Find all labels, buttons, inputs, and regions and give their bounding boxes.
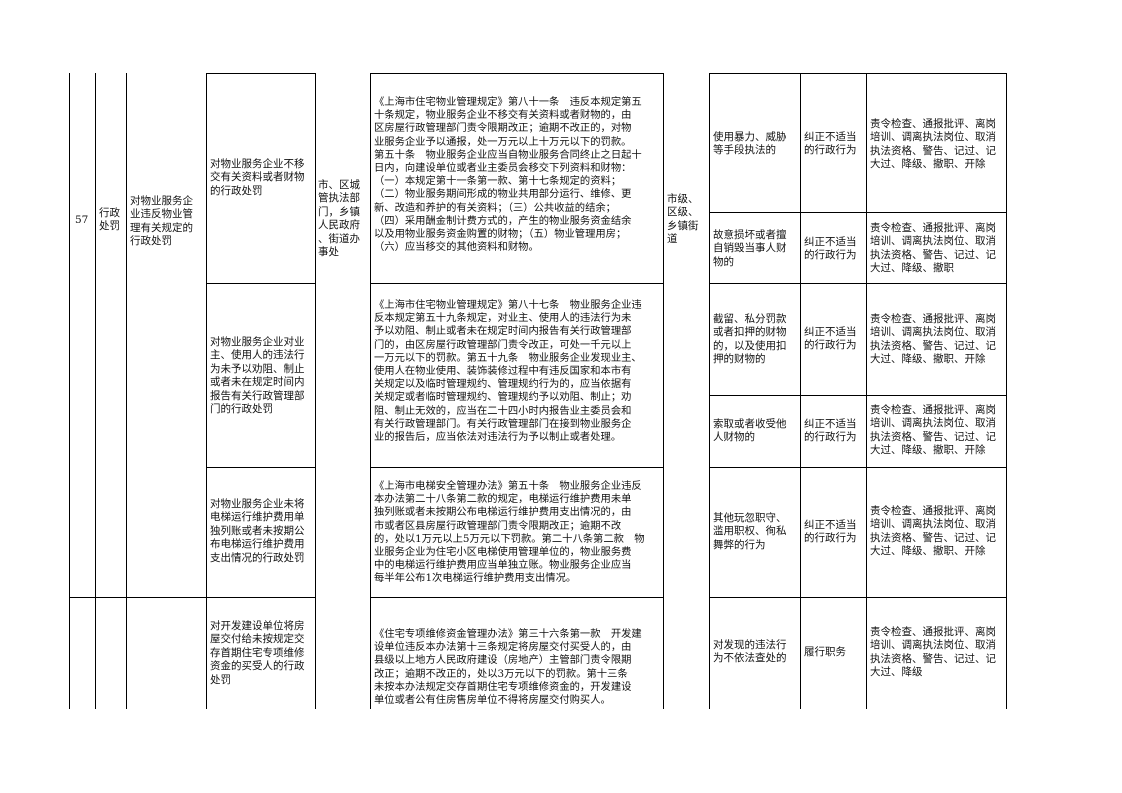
grid-line — [709, 395, 1007, 396]
grid-line — [709, 212, 1007, 213]
accountability-measures: 责令检查、通报批评、离岗 培训、调离执法岗位、取消 执法资格、警告、记过、记 大… — [870, 313, 996, 366]
accountability-measures: 责令检查、通报批评、离岗 培训、调离执法岗位、取消 执法资格、警告、记过、记 大… — [870, 626, 996, 679]
level-cell: 市级、 区级、 乡镇街 道 — [667, 193, 699, 246]
accountability-measures: 责令检查、通报批评、离岗 培训、调离执法岗位、取消 执法资格、警告、记过、记 大… — [870, 404, 996, 457]
accountability-type: 纠正不适当 的行政行为 — [804, 236, 857, 262]
accountability-type: 纠正不适当 的行政行为 — [804, 326, 857, 352]
grid-line — [206, 283, 316, 284]
grid-line — [206, 73, 316, 74]
enforcement-subject-cell: 市、区城 管执法部 门，乡镇 人民政府 、街道办 事处 — [318, 179, 360, 259]
subitem-name: 对开发建设单位将房 屋交付给未按规定交 存首期住宅专项维修 资金的买受人的行政 … — [210, 620, 305, 686]
subitem-name: 对物业服务企业对业 主、使用人的违法行 为未予以劝阻、制止 或者未在规定时间内 … — [210, 336, 305, 416]
grid-line — [315, 73, 316, 709]
grid-line — [370, 73, 371, 709]
accountability-situation: 使用暴力、威胁 等手段执法的 — [713, 131, 787, 157]
grid-line — [206, 467, 316, 468]
accountability-type: 履行职务 — [804, 646, 846, 658]
category-cell: 行政 处罚 — [99, 207, 120, 233]
accountability-situation: 索取或者收受他 人财物的 — [713, 418, 787, 444]
grid-line — [95, 73, 96, 709]
grid-line — [370, 283, 664, 284]
grid-line — [370, 597, 664, 598]
grid-line — [1006, 73, 1007, 709]
grid-line — [370, 73, 664, 74]
grid-line — [709, 283, 1007, 284]
accountability-type: 纠正不适当 的行政行为 — [804, 418, 857, 444]
item-name-cell: 对物业服务企 业违反物业管 理有关规定的 行政处罚 — [130, 195, 193, 248]
legal-basis-cell: 《上海市住宅物业管理规定》第八十七条 物业服务企业违 反本规定第五十九条规定，对… — [374, 299, 642, 444]
grid-line — [206, 73, 207, 709]
legal-basis-cell: 《上海市电梯安全管理办法》第五十条 物业服务企业违反 本办法第二十八条第二款的规… — [374, 480, 645, 585]
accountability-situation: 其他玩忽职守、 滥用职权、徇私 舞弊的行为 — [713, 512, 787, 551]
accountability-type: 纠正不适当 的行政行为 — [804, 131, 857, 157]
accountability-situation: 故意损坏或者擅 自销毁当事人财 物的 — [713, 229, 787, 268]
grid-line — [370, 467, 664, 468]
grid-line — [709, 73, 1007, 74]
legal-basis-cell: 《住宅专项维修资金管理办法》第三十六条第一款 开发建 设单位违反本办法第十三条规… — [374, 628, 642, 707]
legal-basis-cell: 《上海市住宅物业管理规定》第八十一条 违反本规定第五 十条规定，物业服务企业不移… — [374, 96, 642, 254]
accountability-type: 纠正不适当 的行政行为 — [804, 519, 857, 545]
grid-line — [866, 73, 867, 709]
grid-line — [69, 597, 316, 598]
grid-line — [709, 597, 1007, 598]
grid-line — [709, 467, 1007, 468]
grid-line — [800, 73, 801, 709]
accountability-situation: 对发现的违法行 为不依法查处的 — [713, 639, 787, 665]
grid-line — [126, 73, 127, 709]
accountability-measures: 责令检查、通报批评、离岗 培训、调离执法岗位、取消 执法资格、警告、记过、记 大… — [870, 118, 996, 171]
row-number: 57 — [75, 214, 89, 226]
grid-line — [709, 73, 710, 709]
subitem-name: 对物业服务企业不移 交有关资料或者财物 的行政处罚 — [210, 158, 305, 197]
subitem-name: 对物业服务企业未将 电梯运行维护费用单 独列账或者未按期公 布电梯运行维护费用 … — [210, 498, 305, 564]
accountability-measures: 责令检查、通报批评、离岗 培训、调离执法岗位、取消 执法资格、警告、记过、记 大… — [870, 505, 996, 558]
grid-line — [69, 73, 70, 709]
accountability-situation: 截留、私分罚款 或者扣押的财物 的，以及使用扣 押的财物的 — [713, 313, 787, 366]
accountability-measures: 责令检查、通报批评、离岗 培训、调离执法岗位、取消 执法资格、警告、记过、记 大… — [870, 222, 996, 275]
grid-line — [663, 73, 664, 709]
